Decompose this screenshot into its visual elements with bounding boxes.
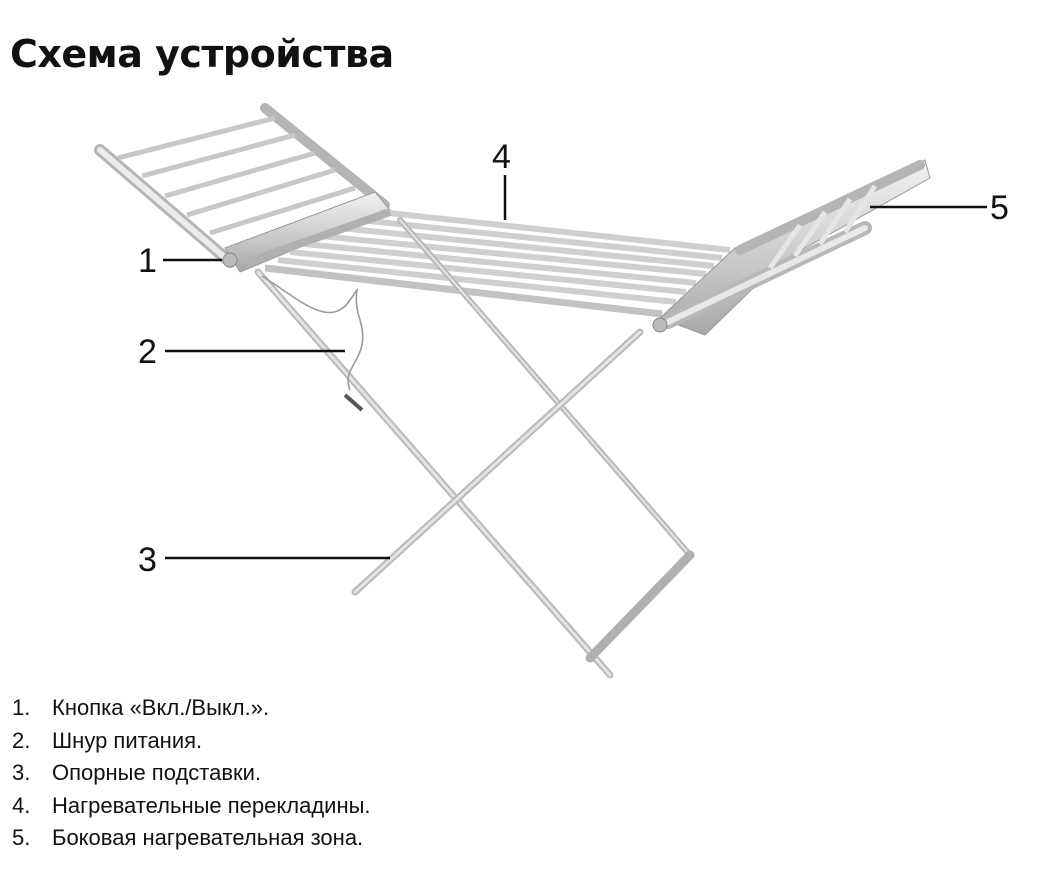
- callout-2: 2: [138, 333, 157, 371]
- legend-text: Нагревательные перекладины.: [52, 792, 371, 818]
- legend-text: Шнур питания.: [52, 727, 203, 753]
- legend-item: 2. Шнур питания.: [12, 725, 371, 758]
- legend-item: 5. Боковая нагревательная зона.: [12, 822, 371, 855]
- legend-number: 1.: [12, 695, 31, 720]
- legend-text: Кнопка «Вкл./Выкл.».: [52, 695, 270, 720]
- legend-number: 5.: [12, 825, 31, 851]
- legend-item: 4. Нагревательные перекладины.: [12, 790, 371, 823]
- legend-text: Боковая нагревательная зона.: [52, 825, 364, 851]
- legend-number: 2.: [12, 727, 31, 753]
- legend-number: 4.: [12, 792, 31, 818]
- page-title: Схема устройства: [10, 32, 394, 76]
- legend-number: 3.: [12, 760, 31, 786]
- callout-3: 3: [138, 541, 157, 579]
- parts-legend: 1. Кнопка «Вкл./Выкл.». 2. Шнур питания. 3…: [12, 692, 371, 855]
- legend-item: 3. Опорные подставки.: [12, 757, 371, 790]
- callout-4: 4: [492, 138, 511, 176]
- right-wing: [652, 159, 931, 336]
- callout-1: 1: [138, 242, 157, 280]
- legend-text: Опорные подставки.: [52, 760, 262, 786]
- legend-item: 1. Кнопка «Вкл./Выкл.».: [12, 692, 371, 725]
- callout-5: 5: [990, 189, 1009, 227]
- power-cord: [261, 275, 364, 391]
- x-legs: [254, 217, 695, 679]
- central-rails: [246, 208, 731, 318]
- dryer-diagram: 1 2 3 4 5: [94, 103, 1009, 679]
